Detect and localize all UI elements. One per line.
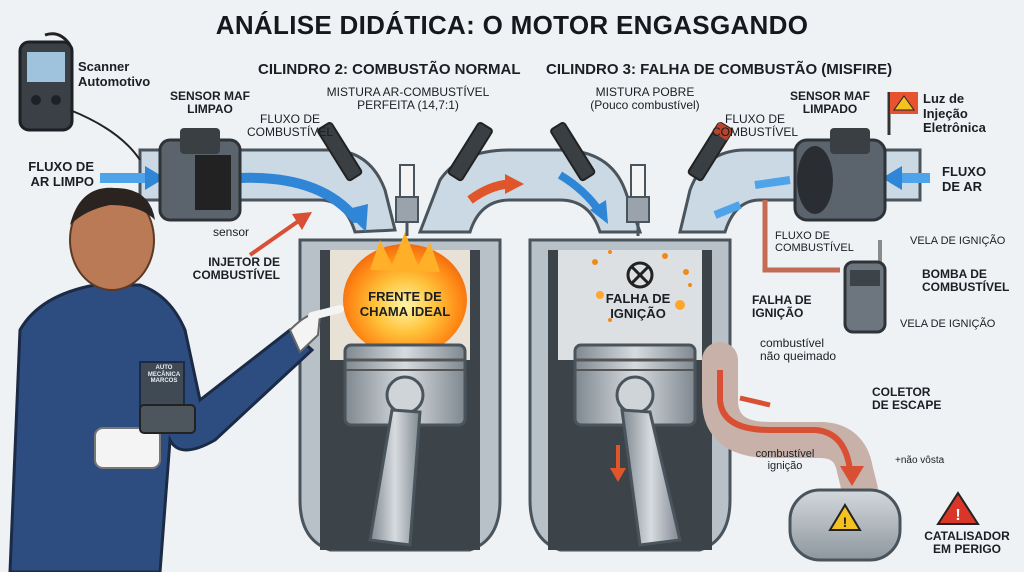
airflow-left-label: FLUXO DE AR LIMPO (28, 159, 94, 189)
airflow-arrows-left (100, 166, 368, 232)
svg-text:!: ! (843, 514, 848, 530)
warning-triangle-icon: ! (936, 491, 980, 525)
fuel-flow-right-label-2: FLUXO DE COMBUSTÍVEL (775, 230, 854, 255)
fuel-ignition-label: combustível ignição (755, 448, 815, 473)
airflow-arrows-right (467, 166, 930, 224)
scanner-device (18, 32, 141, 161)
svg-text:!: ! (955, 507, 960, 524)
mixture-perfect-label: MISTURA AR-COMBUSTÍVEL PERFEITA (14,7:1) (326, 85, 490, 113)
exhaust-manifold-label: COLETOR DE ESCAPE (872, 385, 942, 413)
fuel-flow-left-label: FLUXO DE COMBUSTÍVEL (246, 112, 333, 140)
check-engine-light-icon (887, 92, 918, 135)
maf-sensor-right (793, 128, 887, 222)
spark-plug-left (395, 164, 419, 236)
catalytic-converter: ! (788, 488, 902, 562)
piston-left (343, 343, 467, 547)
cylinder-3-title: CILINDRO 3: FALHA DE COMBUSTÃO (MISFIRE) (546, 61, 893, 78)
maf-sensor-left-label: SENSOR MAF LIMPAO (169, 89, 250, 117)
exhaust-manifold (702, 342, 878, 508)
ignition-failure-label: FALHA DE IGNIÇÃO (752, 293, 812, 321)
airflow-right-label: FLUXO DE AR (942, 164, 987, 194)
fuel-injectors (317, 121, 733, 182)
mechanic-figure (8, 187, 344, 572)
maf-sensor-right-label: SENSOR MAF LIMPADO (789, 89, 870, 117)
piston-right (573, 343, 697, 547)
spark-plug-label-1: VELA DE IGNIÇÃO (910, 235, 1006, 247)
fuel-flow-right-label: FLUXO DE COMBUSTÍVEL (711, 112, 798, 140)
catalyst-label: CATALISADOR EM PERIGO (924, 529, 1010, 557)
maf-sensor-left (158, 128, 242, 222)
unburned-fuel-label: combustível não queimado (760, 336, 837, 364)
flame-front (343, 232, 467, 356)
fuel-pump-label: BOMBA DE COMBUSTÍVEL (922, 267, 1010, 295)
check-engine-label: Luz de Injeção Eletrônica (923, 91, 986, 136)
injector-label: INJETOR DE COMBUSTÍVEL (192, 255, 280, 283)
spark-plug-label-2: VELA DE IGNIÇÃO (900, 318, 996, 330)
misfire-sparks (592, 250, 692, 322)
misfire-center-label: FALHA DE IGNIÇÃO (605, 291, 671, 321)
fuel-pump (843, 260, 887, 334)
sensor-label: sensor (213, 225, 250, 239)
mechanic-badge: AUTO MECÂNICA MARCOS (147, 365, 181, 385)
small-note: +não vôsta (895, 455, 945, 466)
mixture-lean-label: MISTURA POBRE (Pouco combustível) (590, 85, 700, 113)
injector-pointer-arrow (248, 212, 312, 257)
scanner-label: Scanner Automotivo (78, 59, 151, 89)
flame-front-label: FRENTE DE CHAMA IDEAL (359, 289, 451, 319)
page-title: ANÁLISE DIDÁTICA: O MOTOR ENGASGANDO (215, 10, 809, 40)
spark-plug-right (626, 164, 650, 236)
cylinder-2-title: CILINDRO 2: COMBUSTÃO NORMAL (258, 61, 521, 78)
